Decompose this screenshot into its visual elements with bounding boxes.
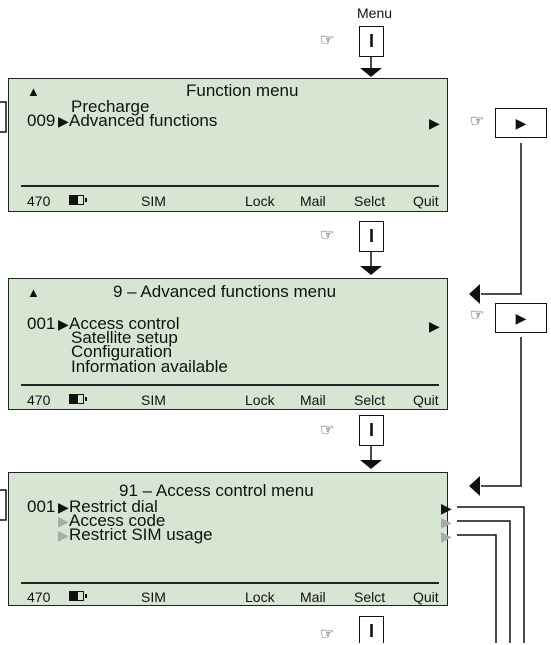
menu-item-satellite-setup: Satellite setup xyxy=(71,328,178,347)
access-control-screen: 91 – Access control menu 001 ▶ Restrict … xyxy=(8,472,452,606)
menu-item-number: 001 xyxy=(27,314,56,333)
footer-divider xyxy=(21,582,439,584)
arrow-left-2 xyxy=(469,476,480,496)
advanced-functions-screen: ▲ 9 – Advanced functions menu 001 ▶ Acce… xyxy=(8,278,448,410)
menu-key-label: Menu xyxy=(357,5,393,21)
arrow-left-1 xyxy=(469,284,480,304)
right-key[interactable]: ▶ xyxy=(495,303,547,333)
menu-item-access-code: Access code xyxy=(69,511,166,530)
footer-divider xyxy=(21,185,439,187)
menu-item-restrict-dial: Restrict dial xyxy=(69,497,158,516)
footer-lock: Lock xyxy=(245,392,275,408)
battery-icon xyxy=(69,195,87,205)
item-pointer-icon: ▶ xyxy=(58,527,69,543)
submenu-arrow-icon: ▶ xyxy=(429,115,440,131)
footer-number: 470 xyxy=(27,193,51,209)
battery-icon xyxy=(69,591,87,601)
footer-selct: Selct xyxy=(354,589,386,605)
arrow-down-1 xyxy=(360,68,382,77)
battery-icon xyxy=(69,394,87,404)
screen-title: 9 – Advanced functions menu xyxy=(113,282,337,301)
footer-quit: Quit xyxy=(413,392,439,408)
footer-divider xyxy=(21,384,439,386)
pointing-hand-icon: ☞ xyxy=(320,32,335,49)
submenu-arrow-icon: ▶ xyxy=(441,500,452,516)
select-key[interactable]: I xyxy=(359,221,384,252)
left-key-1 xyxy=(0,101,7,133)
menu-item-precharge: Precharge xyxy=(71,97,150,116)
item-pointer-icon: ▶ xyxy=(58,316,69,332)
up-arrow-icon: ▲ xyxy=(27,84,40,99)
screen-title: 91 – Access control menu xyxy=(119,481,314,500)
function-menu-screen: ▲ Function menu Precharge 009 ▶ Advanced… xyxy=(8,78,448,212)
footer-selct: Selct xyxy=(354,193,386,209)
submenu-arrow-icon: ▶ xyxy=(441,528,452,544)
pointing-hand-icon: ☞ xyxy=(320,626,335,643)
pointing-hand-icon: ☞ xyxy=(470,307,485,324)
item-pointer-icon: ▶ xyxy=(58,113,69,129)
left-key-2 xyxy=(0,489,7,521)
footer-sim: SIM xyxy=(141,193,166,209)
pointing-hand-icon: ☞ xyxy=(470,113,485,130)
select-key[interactable]: I xyxy=(359,415,384,446)
footer-quit: Quit xyxy=(413,193,439,209)
arrow-down-3 xyxy=(360,460,382,469)
footer-lock: Lock xyxy=(245,589,275,605)
menu-item-advanced-functions: Advanced functions xyxy=(69,111,218,130)
menu-item-configuration: Configuration xyxy=(71,342,173,361)
menu-key[interactable]: I xyxy=(359,26,384,57)
item-pointer-icon: ▶ xyxy=(58,513,69,529)
submenu-arrow-icon: ▶ xyxy=(441,514,452,530)
footer-selct: Selct xyxy=(354,392,386,408)
up-arrow-icon: ▲ xyxy=(27,285,40,300)
footer-lock: Lock xyxy=(245,193,275,209)
footer-sim: SIM xyxy=(141,589,166,605)
footer-mail: Mail xyxy=(300,193,326,209)
pointing-hand-icon: ☞ xyxy=(320,227,335,244)
menu-item-access-control: Access control xyxy=(69,314,180,333)
right-key[interactable]: ▶ xyxy=(495,108,547,138)
arrow-down-2 xyxy=(360,266,382,275)
footer-number: 470 xyxy=(27,589,51,605)
menu-item-number: 009 xyxy=(27,111,56,130)
menu-item-restrict-sim-usage: Restrict SIM usage xyxy=(69,525,213,544)
footer-number: 470 xyxy=(27,392,51,408)
menu-item-number: 001 xyxy=(27,497,56,516)
menu-item-information-available: Information available xyxy=(71,357,228,376)
footer-quit: Quit xyxy=(413,589,439,605)
footer-sim: SIM xyxy=(141,392,166,408)
pointing-hand-icon: ☞ xyxy=(320,422,335,439)
select-key[interactable]: I xyxy=(359,616,384,643)
footer-mail: Mail xyxy=(300,392,326,408)
item-pointer-icon: ▶ xyxy=(58,499,69,515)
screen-title: Function menu xyxy=(186,81,299,100)
submenu-arrow-icon: ▶ xyxy=(429,318,440,334)
footer-mail: Mail xyxy=(300,589,326,605)
